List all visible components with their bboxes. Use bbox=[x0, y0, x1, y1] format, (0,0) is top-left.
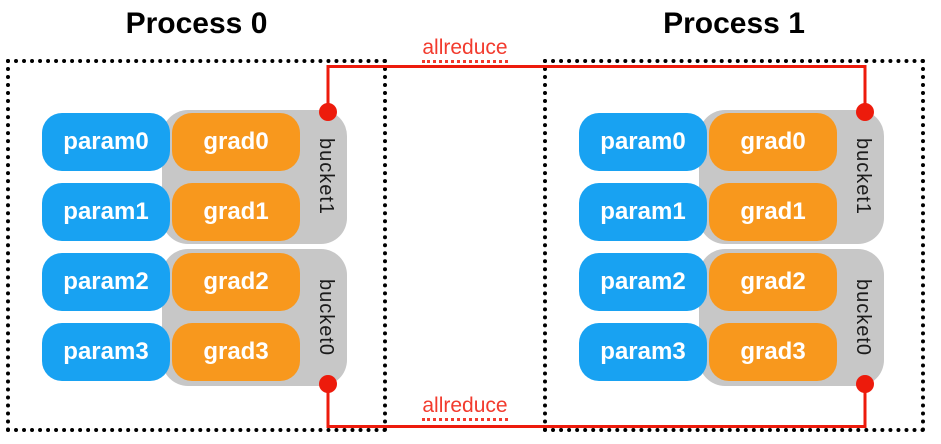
bucket0-label: bucket0 bbox=[315, 278, 337, 357]
process-1-title: Process 1 bbox=[663, 7, 805, 40]
grad1-chip: grad1 bbox=[709, 183, 837, 241]
param0-chip: param0 bbox=[42, 113, 170, 171]
bucket0-label: bucket0 bbox=[852, 278, 874, 357]
bucket1-label: bucket1 bbox=[852, 138, 874, 216]
param3-chip: param3 bbox=[579, 323, 707, 381]
param1-chip: param1 bbox=[579, 183, 707, 241]
grad2-chip: grad2 bbox=[172, 253, 300, 311]
allreduce-label-top: allreduce bbox=[400, 36, 530, 63]
param2-chip: param2 bbox=[42, 253, 170, 311]
bucket1-label: bucket1 bbox=[315, 138, 337, 216]
param3-chip: param3 bbox=[42, 323, 170, 381]
process-1-box: bucket1 bucket0 param0 grad0 param1 grad… bbox=[543, 59, 925, 432]
allreduce-label-bottom: allreduce bbox=[400, 394, 530, 421]
param0-chip: param0 bbox=[579, 113, 707, 171]
param2-chip: param2 bbox=[579, 253, 707, 311]
grad0-chip: grad0 bbox=[709, 113, 837, 171]
process-0-box: bucket1 bucket0 param0 grad0 param1 grad… bbox=[6, 59, 387, 432]
grad1-chip: grad1 bbox=[172, 183, 300, 241]
grad0-chip: grad0 bbox=[172, 113, 300, 171]
process-0-title: Process 0 bbox=[125, 7, 268, 40]
grad3-chip: grad3 bbox=[709, 323, 837, 381]
param1-chip: param1 bbox=[42, 183, 170, 241]
grad3-chip: grad3 bbox=[172, 323, 300, 381]
grad2-chip: grad2 bbox=[709, 253, 837, 311]
